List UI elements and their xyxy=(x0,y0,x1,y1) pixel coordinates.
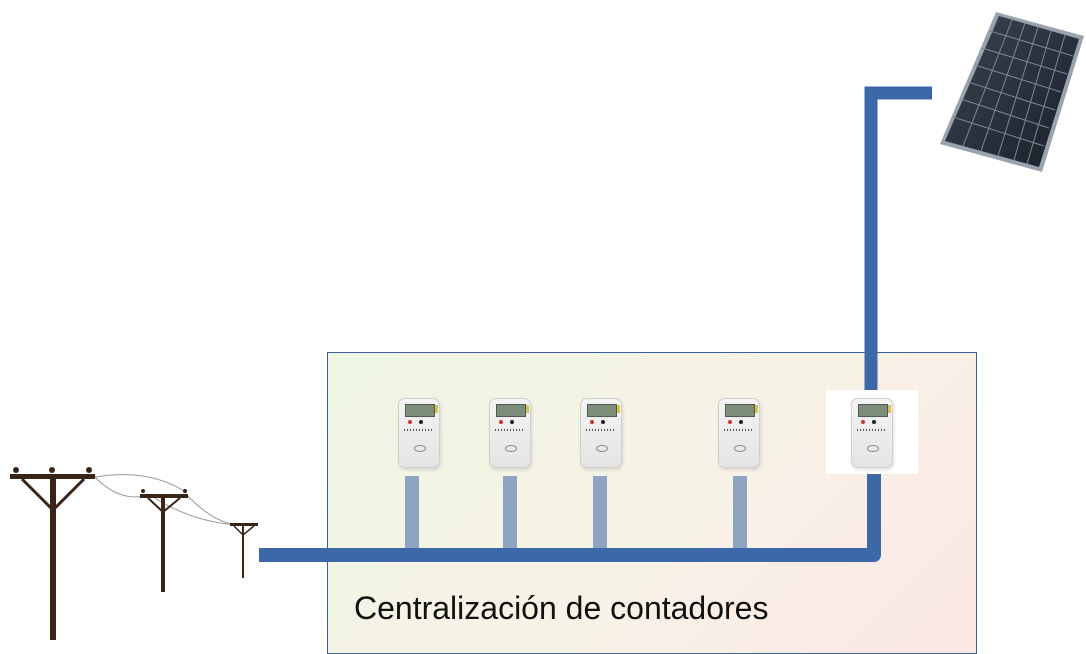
solar-panel-icon xyxy=(940,12,1084,172)
branch-line xyxy=(503,476,517,558)
power-meter-icon xyxy=(826,390,918,474)
utility-pole-icon xyxy=(10,467,259,640)
power-meter-icon xyxy=(398,398,454,474)
power-meter-icon xyxy=(489,398,545,474)
power-meter-icon xyxy=(718,398,774,474)
branch-line xyxy=(593,476,607,558)
branch-line xyxy=(733,476,747,558)
panel-caption: Centralización de contadores xyxy=(354,590,769,626)
solar-feed-line xyxy=(864,86,932,390)
main-feed-line xyxy=(259,472,881,562)
connection-lines xyxy=(10,86,932,640)
power-meter-icon xyxy=(580,398,636,474)
branch-line xyxy=(405,476,419,558)
